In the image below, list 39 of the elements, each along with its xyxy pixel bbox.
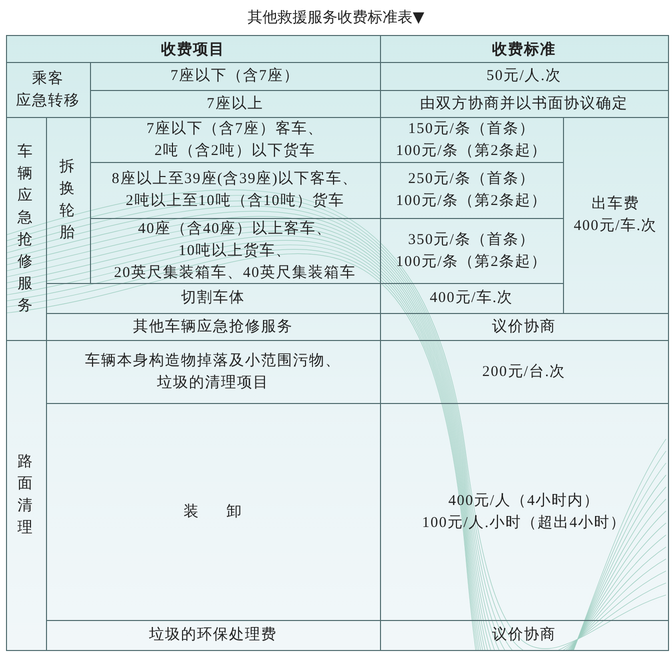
cell-text: 100元/人.小时（超出4小时）	[422, 514, 626, 532]
table-title: 其他救援服务收费标准表▼	[246, 8, 426, 27]
cell-text: 20英尺集装箱车、40英尺集装箱车	[114, 264, 356, 282]
cell-text: 出车费	[592, 194, 640, 214]
cell-text: 10吨以上货车、	[178, 242, 292, 260]
cell-text: 应急转移	[16, 91, 80, 110]
cell-text: 250元/条（首条）	[408, 170, 535, 189]
cell-text: 装 卸	[183, 502, 243, 522]
cell-text: 车辆应急抢修服务	[16, 142, 36, 316]
column-header: 收费项目	[161, 38, 225, 60]
cell-text: 垃圾的清理项目	[157, 374, 269, 392]
cell-text: 乘客	[32, 69, 64, 88]
cell-text: 议价协商	[492, 318, 556, 336]
cell-text: 350元/条（首条）	[408, 230, 535, 250]
cell-text: 路面清理	[16, 453, 36, 538]
cell-text: 100元/条（第2条起）	[396, 142, 548, 160]
cell-text: 其他车辆应急抢修服务	[133, 317, 293, 336]
cell-text: 2吨以上至10吨（含10吨）货车	[126, 192, 344, 211]
cell-text: 议价协商	[492, 626, 556, 645]
cell-text: 垃圾的环保处理费	[149, 626, 277, 645]
cell-text: 由双方协商并以书面协议确定	[420, 94, 628, 114]
cell-text: 车辆本身构造物掉落及小范围污物、	[85, 352, 341, 370]
cell-text: 切割车体	[181, 288, 245, 308]
column-header: 收费标准	[492, 38, 556, 60]
cell-text: 拆换轮胎	[58, 158, 78, 243]
cell-text: 7座以下（含7座）客车、	[146, 119, 324, 138]
cell-text: 40座（含40座）以上客车、	[138, 219, 332, 238]
cell-text: 8座以上至39座(含39座)以下客车、	[112, 169, 358, 189]
cell-text: 7座以下（含7座）	[170, 66, 300, 86]
cell-text: 100元/条（第2条起）	[396, 252, 548, 272]
cell-text: 400元/人（4小时内）	[448, 492, 600, 510]
cell-text: 400元/车.次	[430, 288, 514, 308]
cell-text: 50元/人.次	[486, 67, 562, 86]
cell-text: 150元/条（首条）	[408, 120, 535, 138]
cell-text: 100元/条（第2条起）	[396, 192, 548, 211]
cell-text: 400元/车.次	[574, 216, 658, 236]
cell-text: 7座以上	[206, 94, 264, 114]
cell-text: 2吨（含2吨）以下货车	[154, 142, 316, 160]
cell-text: 200元/台.次	[482, 362, 566, 382]
